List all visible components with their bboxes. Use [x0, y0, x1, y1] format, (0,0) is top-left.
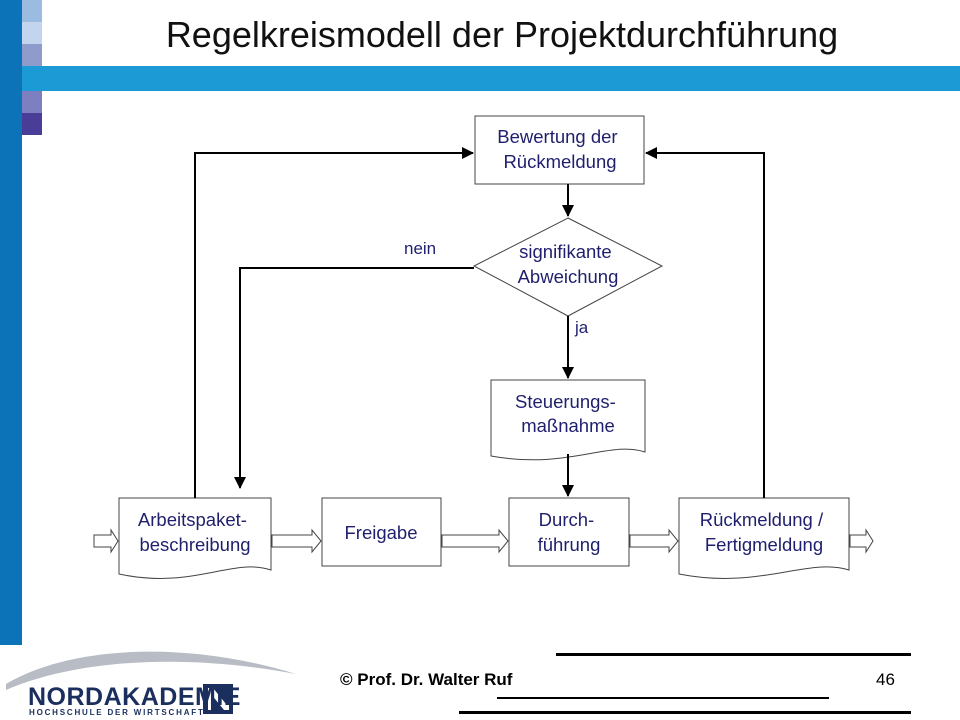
flow-arrow [441, 528, 509, 554]
page-number: 46 [876, 670, 895, 689]
accent-square [22, 22, 42, 44]
title-band [22, 66, 960, 91]
footer-rule [459, 711, 911, 714]
freigabe-box [321, 497, 442, 567]
accent-square [22, 44, 42, 66]
slide-title: Regelkreismodell der Projektdurchführung [165, 14, 839, 55]
rueckmeldung-document [678, 497, 850, 579]
flow-arrow [271, 528, 322, 554]
footer-author: © Prof. Dr. Walter Ruf [340, 670, 513, 689]
connector-arrow [645, 147, 765, 498]
arbeitspaket-label: Arbeitspaket- beschreibung [138, 509, 252, 555]
freigabe-label: Freigabe [344, 522, 417, 543]
nordakademie-logo [6, 651, 296, 714]
bewertung-box [474, 115, 645, 185]
yes-label: ja [574, 318, 589, 337]
logo-subtitle: HOCHSCHULE DER WIRTSCHAFT [29, 708, 205, 717]
durchfuehrung-label: Durch- führung [538, 509, 601, 555]
rueckmeldung-label: Rückmeldung / Fertigmeldung [700, 509, 829, 555]
logo-name: NORDAKADEMIE [28, 683, 241, 711]
flow-arrow [93, 528, 119, 554]
flow-arrow [849, 528, 874, 554]
steuerung-label: Steuerungs- maßnahme [515, 391, 621, 436]
left-accent-bar [0, 0, 22, 645]
no-label: nein [404, 239, 436, 258]
accent-square [22, 91, 42, 113]
flow-arrow [629, 528, 679, 554]
bewertung-label: Bewertung der Rückmeldung [497, 126, 622, 172]
accent-square [22, 113, 42, 135]
steuerung-document [490, 379, 646, 461]
accent-square [22, 0, 42, 22]
connector-arrow [194, 147, 474, 498]
footer-rule [497, 697, 829, 699]
decision-label: signifikante Abweichung [518, 241, 619, 287]
arbeitspaket-document [118, 497, 272, 579]
connector-arrow [234, 267, 474, 489]
footer-rule [556, 653, 911, 656]
durchfuehrung-box [508, 497, 630, 567]
